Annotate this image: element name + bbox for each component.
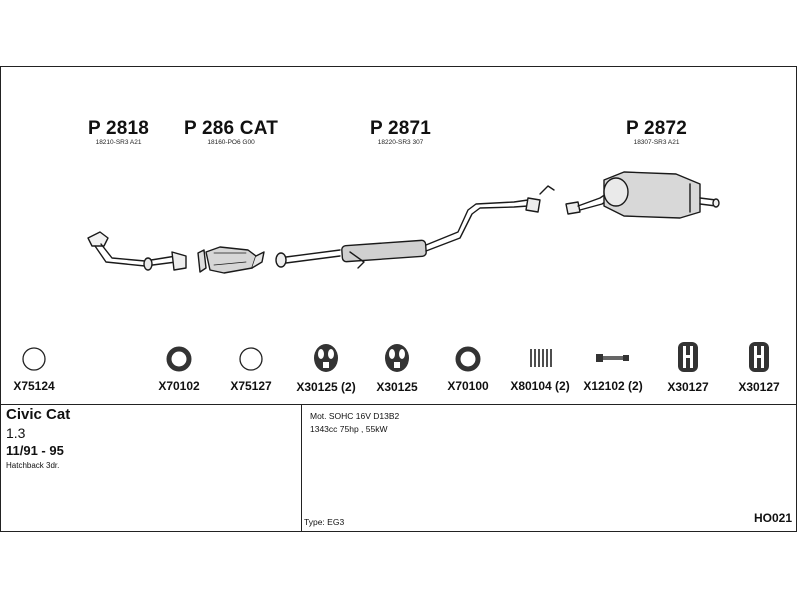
hardware-x12102-2[interactable]: X12102 (2) xyxy=(573,345,653,393)
ring-thin-icon xyxy=(22,347,46,371)
rear-silencer-drawing xyxy=(565,171,720,219)
hardware-label: X70102 xyxy=(158,379,200,393)
vehicle-model: Civic Cat xyxy=(6,406,71,423)
hardware-x30127-b[interactable]: X30127 xyxy=(719,340,799,394)
part-p2818[interactable]: P 2818 18210-SR3 A21 xyxy=(88,119,149,147)
oem-number: 18220-SR3 307 xyxy=(377,139,424,146)
hardware-label: X30125 xyxy=(376,380,418,394)
vehicle-displacement: 1.3 xyxy=(6,425,26,441)
hardware-x30127-a[interactable]: X30127 xyxy=(648,340,728,394)
middle-pipe-drawing xyxy=(275,185,555,269)
hardware-x70102[interactable]: X70102 xyxy=(139,345,219,393)
table-column-divider xyxy=(301,404,302,532)
part-p286cat[interactable]: P 286 CAT 18160-PO6 G00 xyxy=(184,119,278,147)
hardware-label: X80104 (2) xyxy=(510,379,570,393)
reference-code: HO021 xyxy=(753,511,792,525)
table-top-divider xyxy=(0,404,797,405)
hardware-label: X12102 (2) xyxy=(583,379,643,393)
hardware-label: X30125 (2) xyxy=(296,380,356,394)
rubber-mount-icon xyxy=(678,342,698,372)
part-code: P 2818 xyxy=(88,118,150,139)
bolt-icon xyxy=(596,354,629,362)
engine-info: Mot. SOHC 16V D13B2 1343cc 75hp , 55kW xyxy=(310,410,399,436)
hardware-x75124[interactable]: X75124 xyxy=(0,345,74,393)
rubber-mount-icon xyxy=(749,342,769,372)
part-p2871[interactable]: P 2871 18220-SR3 307 xyxy=(370,119,431,147)
hardware-x75127[interactable]: X75127 xyxy=(211,345,291,393)
type-label: Type: xyxy=(304,517,325,527)
part-p2872[interactable]: P 2872 18307-SR3 A21 xyxy=(626,119,687,147)
type-value: EG3 xyxy=(327,517,345,527)
oem-number: 18210-SR3 A21 xyxy=(95,139,142,146)
spring-icon xyxy=(530,349,552,367)
hardware-x80104-2[interactable]: X80104 (2) xyxy=(500,345,580,393)
type-field: Type: EG3 xyxy=(304,517,344,527)
catalyst-drawing xyxy=(197,246,265,274)
oem-number: 18160-PO6 G00 xyxy=(207,139,255,146)
part-code: P 286 CAT xyxy=(184,118,279,139)
ring-thin-icon xyxy=(239,347,263,371)
engine-line-2: 1343cc 75hp , 55kW xyxy=(310,424,388,434)
oem-number: 18307-SR3 A21 xyxy=(633,139,680,146)
ring-thick-icon xyxy=(455,346,481,372)
vehicle-body: Hatchback 3dr. xyxy=(6,461,60,470)
rubber-hanger-icon xyxy=(314,344,338,372)
hardware-label: X75127 xyxy=(230,379,272,393)
hardware-label: X75124 xyxy=(13,379,55,393)
engine-line-1: Mot. SOHC 16V D13B2 xyxy=(310,411,400,421)
diagram-frame xyxy=(0,66,797,532)
front-pipe-drawing xyxy=(87,231,187,271)
hardware-x70100[interactable]: X70100 xyxy=(428,345,508,393)
hardware-x30125-2[interactable]: X30125 (2) xyxy=(286,342,366,394)
hardware-x30125[interactable]: X30125 xyxy=(357,342,437,394)
ring-thick-icon xyxy=(166,346,192,372)
hardware-label: X70100 xyxy=(447,379,489,393)
vehicle-years: 11/91 - 95 xyxy=(6,443,64,458)
hardware-label: X30127 xyxy=(738,380,780,394)
hardware-label: X30127 xyxy=(667,380,709,394)
part-code: P 2871 xyxy=(370,118,432,139)
rubber-hanger-icon xyxy=(385,344,409,372)
vehicle-info: Civic Cat 1.3 11/91 - 95 Hatchback 3dr. xyxy=(6,406,70,472)
part-code: P 2872 xyxy=(626,118,688,139)
